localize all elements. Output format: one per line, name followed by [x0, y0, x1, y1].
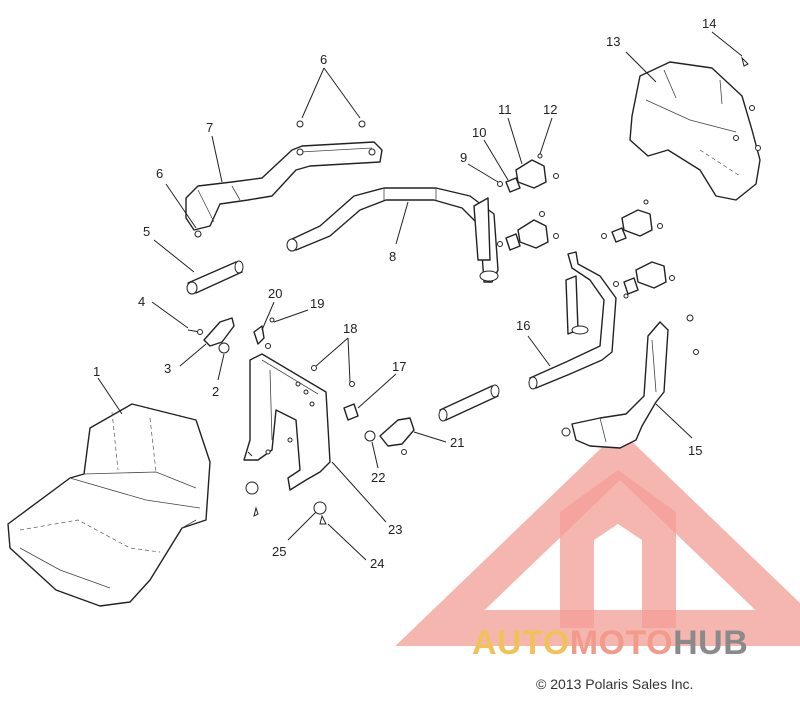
callout-14: 14	[702, 16, 716, 31]
spacer-tube-left	[186, 260, 244, 295]
callout-13: 13	[606, 34, 620, 49]
callout-23: 23	[388, 522, 402, 537]
clamp-left	[187, 317, 235, 354]
automotohub-logo	[395, 430, 800, 646]
callout-25: 25	[272, 544, 286, 559]
callout-18: 18	[343, 321, 357, 336]
leader-lines	[97, 31, 743, 561]
small-brackets	[497, 153, 675, 299]
callout-5: 5	[143, 224, 150, 239]
callout-3: 3	[164, 361, 171, 376]
wordmark-auto: AUTO	[472, 624, 570, 662]
callout-7: 7	[206, 120, 213, 135]
rear-fender-box	[629, 56, 761, 201]
callout-labels: 1 2 3 4 5 6 6 7 8 9 10 11 12 13 14 15 16…	[93, 16, 716, 571]
wordmark-moto: MOTO	[569, 624, 674, 662]
callout-16: 16	[516, 318, 530, 333]
callout-1: 1	[93, 364, 100, 379]
right-grab-handle	[561, 314, 699, 449]
callout-15: 15	[688, 443, 702, 458]
callout-10: 10	[472, 125, 486, 140]
callout-17: 17	[392, 359, 406, 374]
callout-19: 19	[310, 296, 324, 311]
bracket-hardware	[245, 317, 407, 525]
clamp-right	[379, 417, 415, 447]
watermark-wordmark: AUTOMOTOHUB	[472, 624, 748, 663]
callout-4: 4	[138, 294, 145, 309]
callout-9: 9	[460, 150, 467, 165]
callout-21: 21	[450, 435, 464, 450]
seat	[7, 403, 211, 607]
center-bar	[286, 187, 499, 283]
callout-20: 20	[268, 286, 282, 301]
callout-8: 8	[389, 249, 396, 264]
right-bar	[528, 251, 617, 390]
callout-24: 24	[370, 556, 384, 571]
callout-11: 11	[498, 102, 512, 117]
wordmark-hub: HUB	[673, 624, 749, 662]
left-grab-handle	[185, 141, 383, 231]
spacer-tube-middle	[438, 384, 500, 422]
mount-bracket	[243, 353, 331, 491]
callout-12: 12	[543, 102, 557, 117]
callout-2: 2	[212, 384, 219, 399]
callout-6-top: 6	[320, 52, 327, 67]
callout-22: 22	[371, 470, 385, 485]
callout-6-left: 6	[156, 166, 163, 181]
copyright-notice: © 2013 Polaris Sales Inc.	[536, 676, 694, 692]
misc-fasteners	[194, 120, 366, 238]
